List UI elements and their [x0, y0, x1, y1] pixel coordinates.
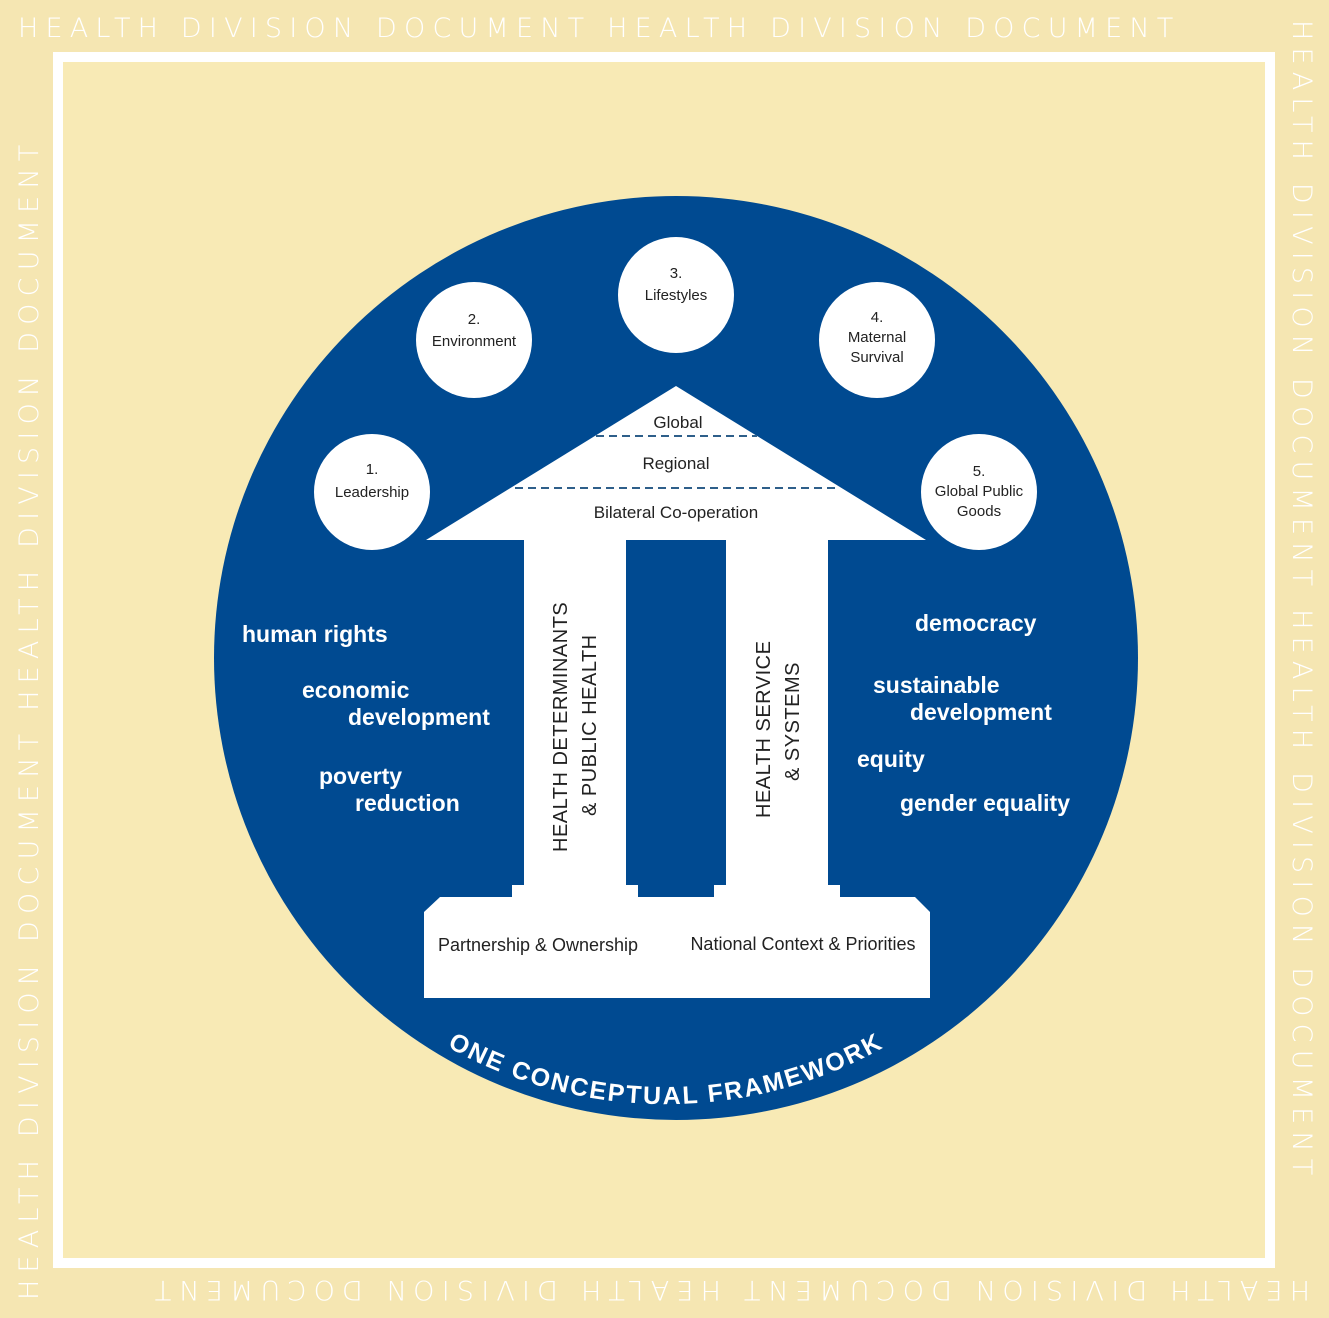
focus-area-4-label-line-1: Maternal [848, 329, 906, 346]
value-poverty-line-2: reduction [355, 790, 460, 816]
temple-base [424, 897, 930, 998]
focus-area-4-bubble [819, 282, 935, 398]
border-text-top: HEALTH DIVISION DOCUMENT HEALTH DIVISION… [18, 13, 1181, 44]
focus-area-5-number: 5. [973, 463, 986, 480]
value-sustainable-line-1: sustainable [873, 672, 1000, 698]
base-label-left: Partnership & Ownership [438, 935, 638, 955]
focus-area-1-bubble [314, 434, 430, 550]
framework-circle [214, 196, 1138, 1120]
value-democracy: democracy [915, 610, 1037, 636]
pillar-right-footing [714, 885, 840, 897]
value-economic-line-2: development [348, 704, 490, 730]
focus-area-2-bubble [416, 282, 532, 398]
pillar-left-footing [512, 885, 638, 897]
focus-area-3: 3. Lifestyles [618, 237, 734, 353]
focus-area-1-label: Leadership [335, 484, 409, 501]
value-gender-equality: gender equality [900, 790, 1070, 816]
focus-area-3-label: Lifestyles [645, 287, 708, 304]
focus-area-2-label: Environment [432, 333, 517, 350]
focus-area-4-label-line-2: Survival [850, 349, 903, 366]
focus-area-4: 4. Maternal Survival [819, 282, 935, 398]
pediment-level-regional: Regional [642, 454, 709, 473]
values-left: human rights economic development povert… [242, 621, 490, 816]
focus-area-4-number: 4. [871, 309, 884, 326]
pillar-right-label-line-1: HEALTH SERVICE [753, 641, 775, 818]
focus-area-5-label-line-1: Global Public [935, 483, 1024, 500]
pillar-left-label-line-1: HEALTH DETERMINANTS [550, 602, 572, 852]
focus-area-5-bubble [921, 434, 1037, 550]
pillar-left [524, 540, 626, 885]
focus-area-5-label-line-2: Goods [957, 503, 1001, 520]
pediment-level-bilateral: Bilateral Co-operation [594, 503, 758, 522]
focus-area-1-number: 1. [366, 461, 379, 478]
pillar-right-label-line-2: & SYSTEMS [782, 662, 804, 781]
value-human-rights: human rights [242, 621, 388, 647]
pillar-right [726, 540, 828, 885]
values-right: democracy sustainable development equity… [857, 610, 1070, 816]
value-sustainable-line-2: development [910, 699, 1052, 725]
pillar-left-label-line-2: & PUBLIC HEALTH [579, 634, 601, 816]
focus-area-2-number: 2. [468, 311, 481, 328]
focus-area-2: 2. Environment [416, 282, 532, 398]
focus-area-3-bubble [618, 237, 734, 353]
base-label-right: National Context & Priorities [690, 934, 915, 954]
pediment-level-global: Global [653, 413, 702, 432]
value-equity: equity [857, 746, 925, 772]
temple: Global Regional Bilateral Co-operation H… [424, 386, 930, 998]
focus-area-1: 1. Leadership [314, 434, 430, 550]
value-poverty-line-1: poverty [319, 763, 402, 789]
value-economic-line-1: economic [302, 677, 410, 703]
focus-area-5: 5. Global Public Goods [921, 434, 1037, 550]
pediment [426, 386, 926, 540]
focus-area-3-number: 3. [670, 265, 683, 282]
